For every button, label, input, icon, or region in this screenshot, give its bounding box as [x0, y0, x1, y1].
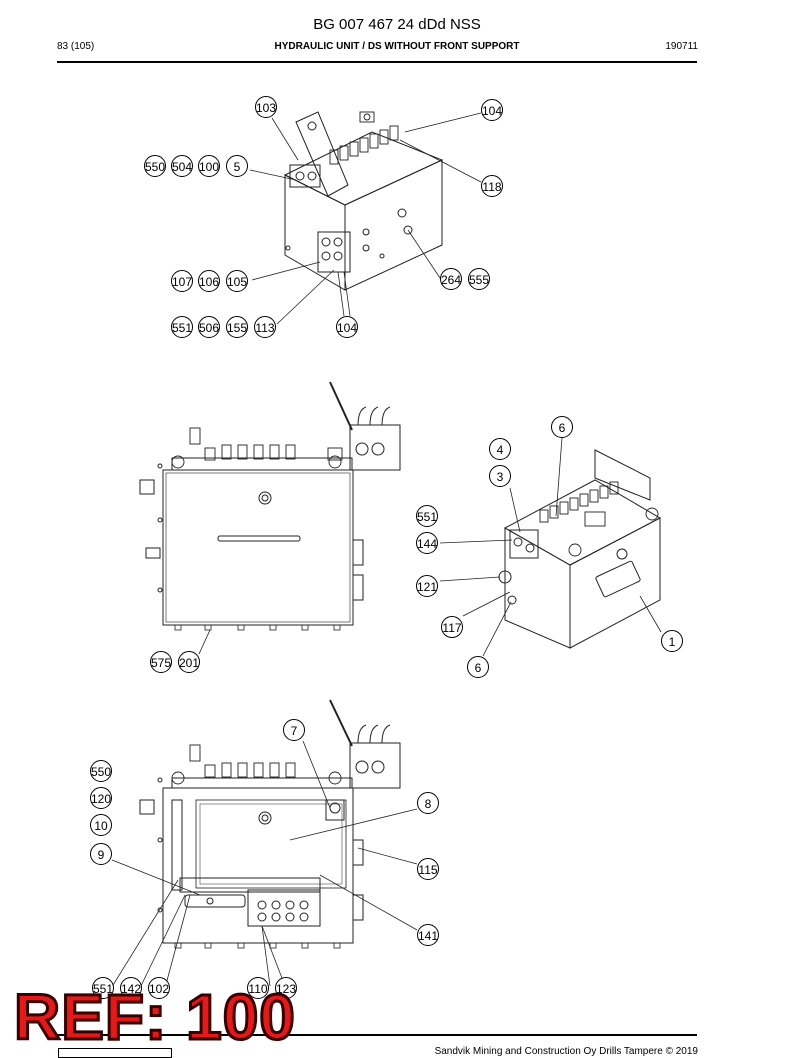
callout-506: 506: [198, 316, 220, 338]
callout-142: 142: [120, 977, 142, 999]
callout-5: 5: [226, 155, 248, 177]
callout-123: 123: [275, 977, 297, 999]
callout-113: 113: [254, 316, 276, 338]
callout-6-top: 6: [551, 416, 573, 438]
callout-4: 4: [489, 438, 511, 460]
callout-117: 117: [441, 616, 463, 638]
callout-550-view4: 550: [90, 760, 112, 782]
footer-copyright: Sandvik Mining and Construction Oy Drill…: [434, 1046, 698, 1057]
callout-10: 10: [90, 814, 112, 836]
view-2-front-elevation: [139, 381, 401, 655]
callout-504: 504: [171, 155, 193, 177]
callout-102: 102: [148, 977, 170, 999]
callout-8: 8: [417, 792, 439, 814]
callout-6-bottom: 6: [467, 656, 489, 678]
callout-121: 121: [416, 575, 438, 597]
callout-120: 120: [90, 787, 112, 809]
page-number: 83 (105): [57, 41, 95, 52]
header-rule: [57, 61, 697, 63]
view-3-isometric-rear: [439, 437, 662, 657]
callout-555: 555: [468, 268, 490, 290]
callout-144: 144: [416, 532, 438, 554]
callout-551: 551: [171, 316, 193, 338]
document-title: BG 007 467 24 dDd NSS: [313, 16, 481, 33]
view-4-internal-view: [109, 699, 418, 991]
callout-118: 118: [481, 175, 503, 197]
callout-7: 7: [283, 719, 305, 741]
callout-201: 201: [178, 651, 200, 673]
callout-107: 107: [171, 270, 193, 292]
callout-105: 105: [226, 270, 248, 292]
callout-106: 106: [198, 270, 220, 292]
callout-575: 575: [150, 651, 172, 673]
callout-264: 264: [440, 268, 462, 290]
callout-141: 141: [417, 924, 439, 946]
callout-550: 550: [144, 155, 166, 177]
date-code: 190711: [665, 41, 698, 52]
callout-104: 104: [481, 99, 503, 121]
ref-badge: REF: 100: [13, 981, 297, 1053]
callout-551-view4: 551: [92, 977, 114, 999]
callout-103: 103: [255, 96, 277, 118]
section-title: HYDRAULIC UNIT / DS WITHOUT FRONT SUPPOR…: [274, 41, 520, 52]
callout-110: 110: [247, 977, 269, 999]
footer-rule: [57, 1034, 697, 1036]
callout-9: 9: [90, 843, 112, 865]
callout-551-view3: 551: [416, 505, 438, 527]
callout-100: 100: [198, 155, 220, 177]
callout-1: 1: [661, 630, 683, 652]
callout-3: 3: [489, 465, 511, 487]
callout-155: 155: [226, 316, 248, 338]
callout-115: 115: [417, 858, 439, 880]
view-1-isometric-unit: [249, 111, 482, 325]
callout-104-lower: 104: [336, 316, 358, 338]
